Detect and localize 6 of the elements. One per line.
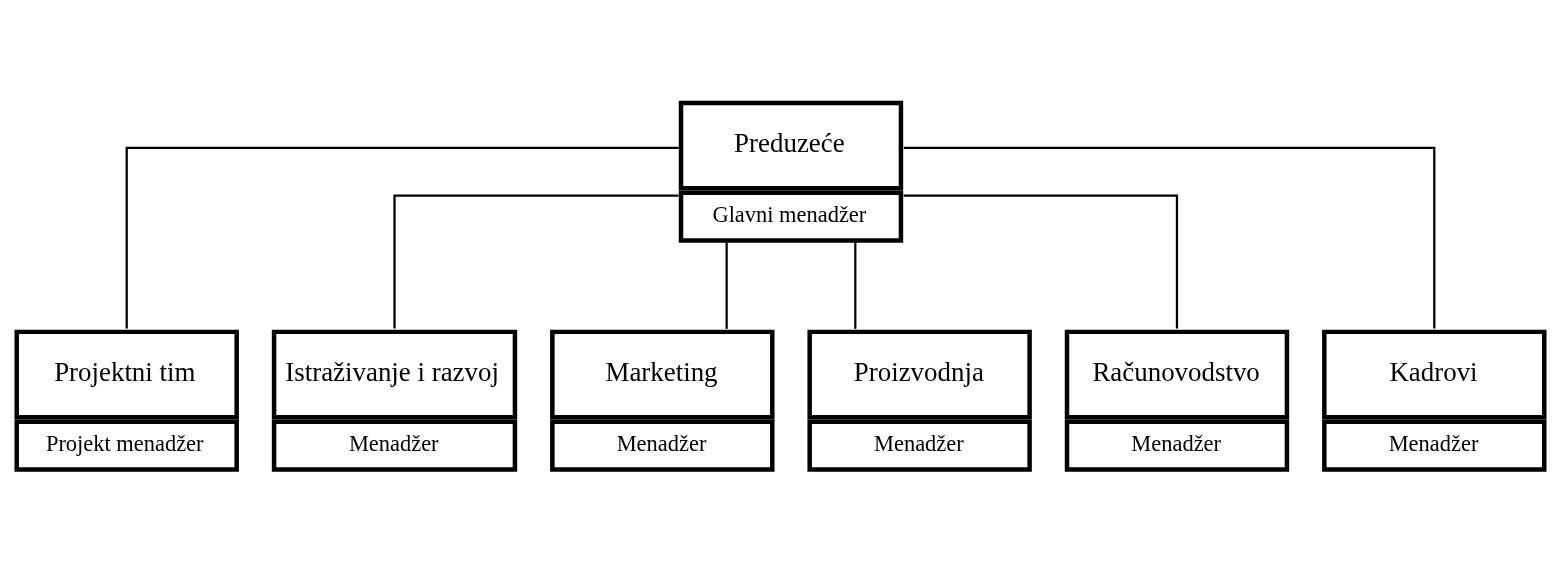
- connector: [903, 146, 1436, 329]
- connector: [393, 194, 679, 329]
- connector: [725, 242, 728, 329]
- connector: [903, 194, 1179, 329]
- connector: [125, 146, 679, 329]
- connector: [854, 242, 857, 329]
